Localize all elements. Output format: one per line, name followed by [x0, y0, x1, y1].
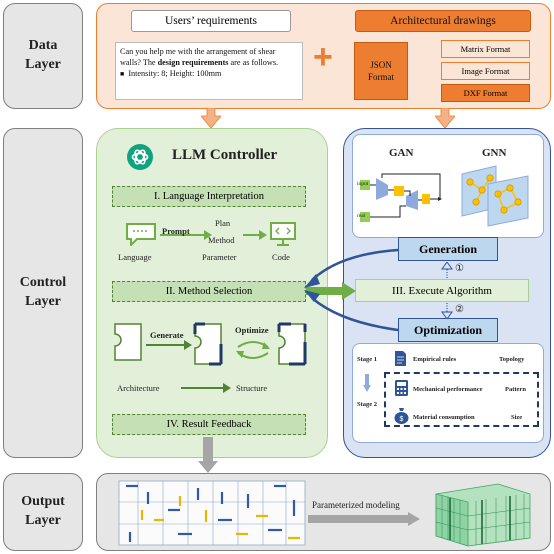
pattern-label: Pattern: [505, 386, 526, 393]
stage-arrow: [363, 374, 371, 392]
arrow-data-to-llm: [201, 108, 221, 128]
document-icon: [395, 351, 406, 366]
gan-input-label: input: [357, 181, 369, 187]
output-layer-label-line1: Output: [21, 494, 65, 510]
arrow-execute-to-generation: [441, 262, 453, 278]
step4-box: IV. Result Feedback: [112, 414, 306, 435]
optimized-structure-icon: [277, 322, 307, 366]
structure-plan-icon: [193, 322, 223, 366]
gan-diagram: [360, 173, 442, 222]
stage2-dashed-region: [384, 372, 539, 427]
cycle-arrows-icon: [234, 336, 272, 362]
architecture-plan-icon: [113, 322, 143, 362]
empirical-rules-label: Empirical rules: [413, 356, 457, 363]
step1-text: I. Language Interpretation: [154, 191, 264, 202]
request-item: Intensity: 8; Height: 100mm: [128, 69, 222, 78]
structure-label: Structure: [236, 383, 268, 393]
arrow-llm-to-output: [198, 437, 218, 473]
curved-arrows: [304, 248, 399, 332]
optimize-label: Optimize: [235, 325, 269, 335]
step2-text: II. Method Selection: [165, 286, 253, 297]
plan-word: Plan: [215, 218, 231, 228]
generation-text: Generation: [419, 241, 477, 256]
svg-text:$: $: [400, 416, 404, 423]
topology-label: Topology: [499, 356, 525, 363]
generation-box: Generation: [398, 237, 498, 261]
output-layer-label-line2: Layer: [25, 513, 61, 528]
json-format-box: JSON Format: [354, 42, 408, 100]
material-consumption-label: Material consumption: [413, 414, 475, 421]
arrow-generate: [146, 340, 192, 350]
plus-sign: +: [313, 38, 333, 76]
step3-text: III. Execute Algorithm: [392, 284, 492, 297]
calculator-icon: [395, 380, 408, 396]
request-text-box: Can you help me with the arrangement of …: [115, 42, 303, 100]
arrow-data-to-algorithm: [435, 108, 455, 128]
step1-box: I. Language Interpretation: [112, 186, 306, 207]
architectural-drawings-title: Architectural drawings: [355, 10, 531, 32]
request-text-part2: are as follows.: [230, 58, 279, 67]
matrix-format-text: Matrix Format: [460, 44, 511, 54]
code-label: Code: [272, 252, 290, 262]
step2-box: II. Method Selection: [112, 281, 306, 302]
step4-text: IV. Result Feedback: [166, 419, 252, 430]
chatgpt-icon: [126, 143, 154, 171]
gan-real-label: real: [357, 213, 366, 219]
arrow-to-3d-model: [308, 512, 420, 526]
parameter-word: Parameter: [202, 252, 237, 262]
marker-2: ②: [455, 304, 464, 315]
prompt-label: Prompt: [162, 226, 190, 236]
control-layer-label-line2: Layer: [25, 294, 61, 309]
dxf-format-text: DXF Format: [463, 88, 508, 98]
optimization-text: Optimization: [414, 322, 482, 337]
control-layer-label-line1: Control: [19, 275, 67, 291]
stage1-label: Stage 1: [357, 356, 378, 363]
arrow-plan-to-code: [243, 230, 267, 240]
gnn-label: GNN: [482, 147, 507, 159]
mechanical-performance-label: Mechanical performance: [413, 386, 483, 393]
building-3d-model: [430, 478, 540, 548]
arrow-method-to-execute: [306, 282, 356, 300]
optimization-box: Optimization: [398, 318, 498, 342]
json-format-line2: Format: [368, 72, 394, 82]
stage2-label: Stage 2: [357, 401, 378, 408]
request-text-part1: Can you help me with the arrangement of …: [120, 47, 276, 67]
architectural-drawings-title-text: Architectural drawings: [390, 15, 496, 27]
floor-plan-drawing: [118, 480, 306, 546]
arrow-language-to-plan: [160, 230, 212, 240]
parameterized-modeling-label: Parameterized modeling: [312, 500, 400, 510]
data-layer-label-line1: Data: [28, 38, 58, 54]
monitor-code-icon: [269, 221, 297, 247]
users-requirements-title: Users’ requirements: [131, 10, 291, 32]
chat-icon: [125, 222, 157, 248]
generate-label: Generate: [150, 330, 184, 340]
request-text-bold: design requirements: [157, 58, 229, 67]
method-word: Method: [208, 235, 235, 245]
gan-label: GAN: [389, 147, 414, 159]
matrix-format-box: Matrix Format: [441, 40, 530, 58]
language-label: Language: [118, 252, 152, 262]
arrow-architecture-to-structure: [181, 383, 231, 393]
llm-controller-title: LLM Controller: [172, 147, 278, 163]
marker-1: ①: [455, 263, 464, 274]
data-layer-label-line2: Layer: [25, 57, 61, 72]
gnn-diagram: [461, 165, 529, 227]
arrow-execute-to-optimization: [441, 303, 453, 319]
bullet-icon: ■: [120, 70, 125, 78]
architecture-label: Architecture: [117, 383, 160, 393]
json-format-line1: JSON: [370, 60, 392, 70]
execute-algorithm-box: III. Execute Algorithm: [355, 279, 529, 302]
size-label: Size: [511, 414, 523, 421]
image-format-box: Image Format: [441, 62, 530, 80]
image-format-text: Image Format: [461, 66, 510, 76]
dxf-format-box: DXF Format: [441, 84, 530, 102]
users-requirements-title-text: Users’ requirements: [164, 15, 258, 27]
money-bag-icon: $: [394, 407, 409, 424]
